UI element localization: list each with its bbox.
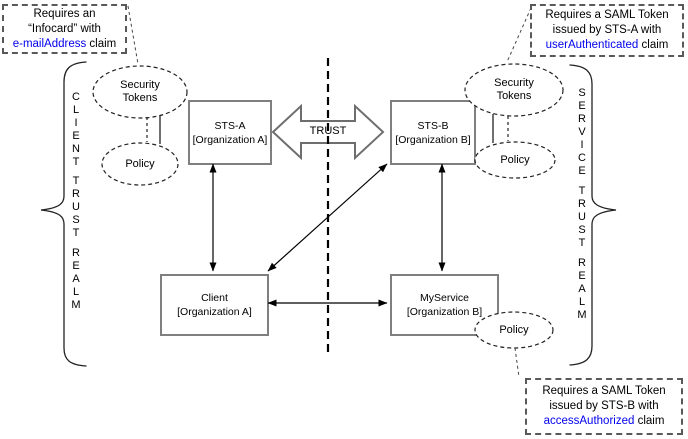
node-sts-b: STS-B [Organization B] (390, 100, 476, 165)
node-sts-a-org: [Organization A] (192, 133, 268, 146)
security-tokens-left-line1: Security (120, 79, 160, 91)
policy-right-text: Policy (500, 153, 530, 166)
service-realm-word-realm: REALM (576, 257, 588, 322)
callout-saml-sts-a: Requires a SAML Token issued by STS-A wi… (530, 4, 684, 57)
arrow-client-sts-b (267, 163, 388, 272)
node-sts-b-name: STS-B (417, 119, 449, 132)
node-sts-a: STS-A [Organization A] (188, 100, 272, 165)
leader-saml-sts-b-callout (514, 347, 520, 378)
callout-infocard-line2: “Infocard” with (28, 22, 101, 35)
node-client-name: Client (201, 292, 228, 304)
client-realm-word-realm: REALM (70, 247, 82, 312)
callout-infocard-claim-suffix: claim (86, 37, 117, 50)
node-myservice-name: MyService (419, 292, 469, 304)
client-realm-word-client: CLIENT (70, 91, 82, 169)
leader-infocard-callout (127, 5, 139, 65)
policy-left-text: Policy (125, 157, 155, 170)
label-policy-service: Policy (475, 318, 553, 342)
label-security-tokens-left: Security Tokens (93, 68, 187, 116)
callout-saml-sts-a-line3: userAuthenticated claim (546, 38, 669, 53)
callout-saml-sts-a-line2: issued by STS-A with (552, 24, 662, 36)
client-realm-word-trust: TRUST (70, 175, 82, 240)
claim-userAuthenticated: userAuthenticated (545, 39, 639, 51)
callout-infocard: Requires an “Infocard” with e-mailAddres… (2, 4, 127, 54)
callout-saml-sts-b-line3: accessAuthorized claim (544, 414, 665, 429)
node-myservice-org: [Organization B] (406, 306, 483, 318)
node-client-org: [Organization A] (177, 306, 252, 318)
callout-infocard-line3: e-mailAddress claim (13, 37, 117, 52)
node-sts-b-org: [Organization B] (395, 133, 471, 146)
label-security-tokens-right: Security Tokens (465, 66, 563, 114)
claim-accessAuthorized: accessAuthorized (543, 415, 635, 427)
callout-saml-sts-b: Requires a SAML Token issued by STS-B wi… (525, 378, 683, 435)
callout-saml-sts-b-claim-suffix: claim (634, 415, 665, 427)
security-tokens-right-line1: Security (494, 77, 534, 89)
service-realm-word-trust: TRUST (576, 185, 588, 250)
claim-e-mailAddress: e-mailAddress (12, 37, 87, 50)
node-client: Client [Organization A] (160, 274, 269, 336)
callout-saml-sts-a-line1: Requires a SAML Token (545, 9, 669, 21)
label-policy-right: Policy (475, 148, 555, 172)
policy-service-text: Policy (499, 323, 529, 336)
service-realm-word-service: SERVICE (576, 87, 588, 178)
label-policy-left: Policy (102, 152, 178, 176)
node-sts-a-name: STS-A (214, 119, 246, 132)
security-tokens-right-line2: Tokens (496, 90, 532, 102)
security-tokens-left-line2: Tokens (122, 92, 158, 104)
callout-saml-sts-a-claim-suffix: claim (638, 39, 669, 51)
leader-saml-sts-a-callout (506, 7, 532, 63)
callout-infocard-line1: Requires an (33, 7, 96, 20)
callout-saml-sts-b-line1: Requires a SAML Token (542, 385, 666, 397)
trust-arrow-label: TRUST (309, 125, 347, 137)
callout-saml-sts-b-line2: issued by STS-B with (549, 400, 659, 412)
